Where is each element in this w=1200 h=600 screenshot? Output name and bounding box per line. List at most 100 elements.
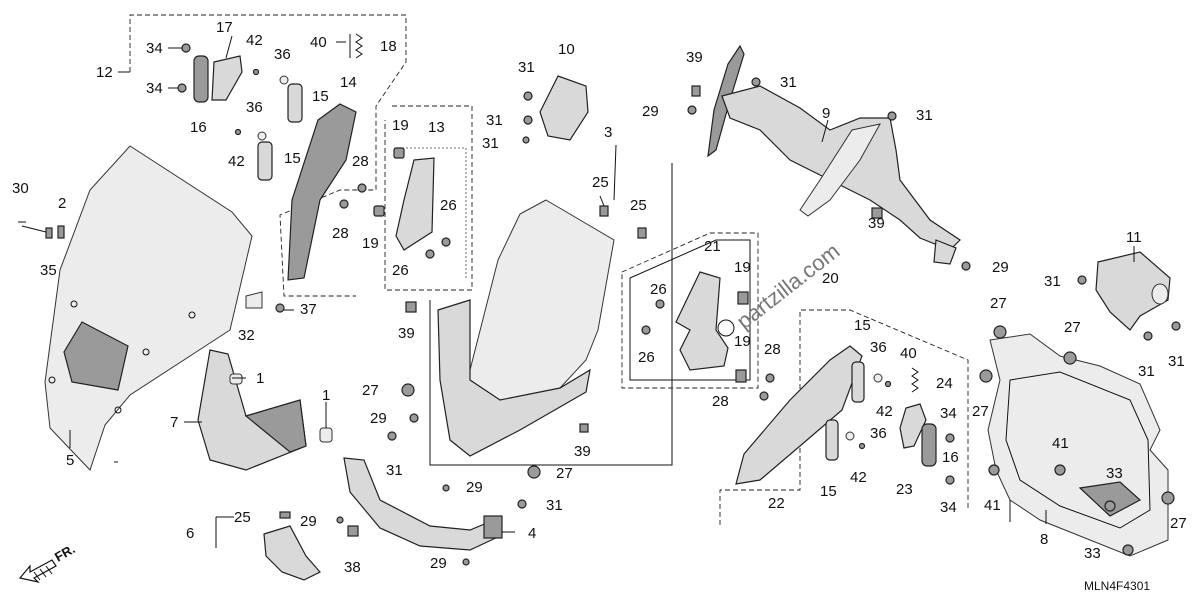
group-3-outline bbox=[429, 163, 673, 466]
callout-40: 40 bbox=[900, 345, 917, 362]
group-13-inner bbox=[398, 147, 467, 280]
callout-19: 19 bbox=[392, 117, 409, 134]
clip-42b bbox=[234, 128, 242, 136]
arrow-icon bbox=[18, 559, 57, 584]
callout-9: 9 bbox=[822, 105, 830, 122]
callout-22: 22 bbox=[768, 495, 785, 512]
callout-17: 17 bbox=[216, 19, 233, 36]
callout-18: 18 bbox=[380, 38, 397, 55]
bolt-33 bbox=[1104, 500, 1116, 512]
rubber-16b bbox=[921, 423, 937, 467]
windscreen-hole bbox=[114, 406, 122, 414]
callout-1: 1 bbox=[256, 370, 264, 387]
callout-38: 38 bbox=[344, 559, 361, 576]
washer-36c bbox=[873, 373, 883, 383]
callout-31: 31 bbox=[1168, 353, 1185, 370]
nut-35 bbox=[45, 227, 53, 239]
callout-20: 20 bbox=[822, 270, 839, 287]
group-20-inner bbox=[629, 239, 751, 381]
nut-26 bbox=[441, 237, 451, 247]
callout-41: 41 bbox=[1052, 435, 1069, 452]
cover-4-bracket bbox=[483, 515, 503, 539]
frame-8-plate bbox=[1078, 481, 1142, 517]
callout-34: 34 bbox=[940, 405, 957, 422]
arrow-hatch bbox=[45, 565, 53, 575]
bracket-11 bbox=[1095, 251, 1171, 331]
callout-14: 14 bbox=[340, 74, 357, 91]
group-12-outline bbox=[129, 14, 407, 297]
callout-26: 26 bbox=[650, 281, 667, 298]
screw-30 bbox=[18, 221, 47, 233]
screw-29d bbox=[336, 516, 344, 524]
windscreen-hole bbox=[142, 348, 150, 356]
callout-27: 27 bbox=[1170, 515, 1187, 532]
callout-26: 26 bbox=[392, 262, 409, 279]
bolt-28d bbox=[759, 391, 769, 401]
nut-34d bbox=[945, 475, 955, 485]
panel-23 bbox=[899, 403, 927, 449]
windscreen-hole bbox=[70, 300, 78, 308]
callout-36: 36 bbox=[274, 46, 291, 63]
callout-30: 30 bbox=[12, 180, 29, 197]
arrow-hatch bbox=[39, 568, 47, 578]
grommet-32 bbox=[245, 291, 263, 309]
leader bbox=[821, 119, 829, 143]
callout-15: 15 bbox=[284, 150, 301, 167]
callout-8: 8 bbox=[1040, 531, 1048, 548]
callout-42: 42 bbox=[850, 469, 867, 486]
callout-37: 37 bbox=[300, 301, 317, 318]
leader bbox=[613, 144, 617, 201]
nut-34-bottom bbox=[177, 83, 187, 93]
clip-42c bbox=[884, 380, 892, 388]
stay-15-upper bbox=[287, 83, 303, 123]
rubber-16 bbox=[193, 55, 209, 103]
screw-29f bbox=[687, 105, 697, 115]
callout-5: 5 bbox=[66, 452, 74, 469]
callout-39: 39 bbox=[574, 443, 591, 460]
callout-31: 31 bbox=[386, 462, 403, 479]
bolt-28c bbox=[765, 373, 775, 383]
clip-39b bbox=[579, 423, 589, 433]
callout-35: 35 bbox=[40, 262, 57, 279]
callout-36: 36 bbox=[870, 339, 887, 356]
stay-15-right-bottom bbox=[825, 419, 839, 461]
frame-8-inner bbox=[1005, 371, 1151, 529]
spacer-25c bbox=[279, 511, 291, 519]
clip-42d bbox=[858, 442, 866, 450]
callout-31: 31 bbox=[780, 74, 797, 91]
grommet-41b bbox=[988, 464, 1000, 476]
callout-15: 15 bbox=[854, 317, 871, 334]
under-cover-4 bbox=[343, 457, 501, 551]
spacer-25b bbox=[637, 227, 647, 239]
callout-26: 26 bbox=[440, 197, 457, 214]
callout-21: 21 bbox=[704, 238, 721, 255]
screw-31b bbox=[517, 499, 527, 509]
callout-29: 29 bbox=[300, 513, 317, 530]
spacer-25 bbox=[599, 205, 609, 217]
direction-label: FR. bbox=[52, 541, 78, 564]
callout-27: 27 bbox=[362, 382, 379, 399]
grommet-27e bbox=[979, 369, 993, 383]
stay-15-lower bbox=[257, 141, 273, 181]
screw-31g bbox=[887, 111, 897, 121]
callout-13: 13 bbox=[428, 119, 445, 136]
stay-9-foot bbox=[933, 239, 957, 265]
grommet-1 bbox=[229, 373, 243, 385]
diagram-code: MLN4F4301 bbox=[1084, 579, 1150, 593]
stay-15-right-top bbox=[851, 361, 865, 403]
callout-39: 39 bbox=[868, 215, 885, 232]
callout-31: 31 bbox=[1138, 363, 1155, 380]
front-direction-arrow: FR. bbox=[18, 541, 78, 584]
spring-18 bbox=[355, 33, 363, 59]
cover-7-edge bbox=[244, 399, 307, 453]
callout-19: 19 bbox=[362, 235, 379, 252]
grommet-19a bbox=[393, 147, 405, 159]
callout-29: 29 bbox=[370, 410, 387, 427]
grommet-41 bbox=[1054, 464, 1066, 476]
screw-31i bbox=[1143, 331, 1153, 341]
screw-31f bbox=[751, 77, 761, 87]
screw-29 bbox=[409, 413, 419, 423]
clip-39d bbox=[871, 207, 883, 219]
stay-14 bbox=[287, 103, 357, 281]
meter-stay-9-side bbox=[799, 123, 881, 217]
